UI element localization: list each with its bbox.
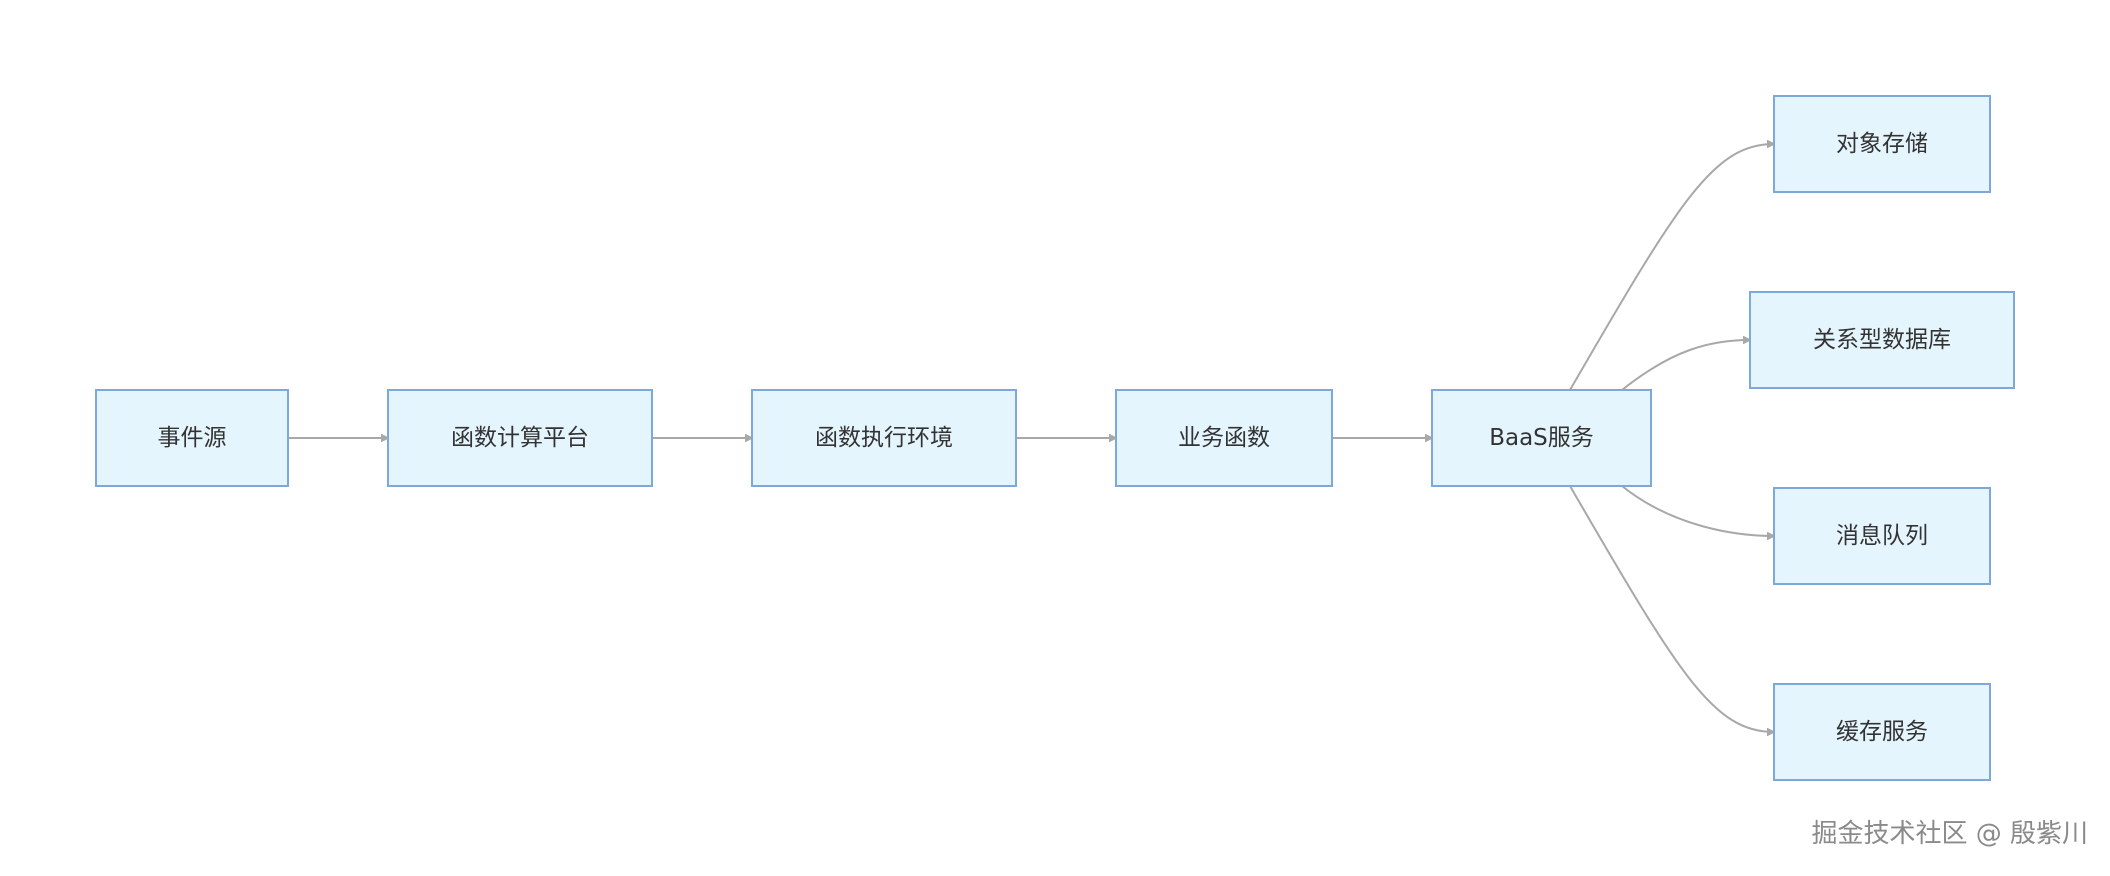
node-box: [387, 389, 653, 487]
node-box: [1115, 389, 1333, 487]
node-baas: BaaS服务: [1431, 389, 1652, 487]
node-biz-fn: 业务函数: [1115, 389, 1333, 487]
node-label: 缓存服务: [1836, 719, 1928, 745]
node-rdb: 关系型数据库: [1749, 291, 2015, 389]
node-label: 对象存储: [1836, 131, 1928, 157]
node-mq: 消息队列: [1773, 487, 1991, 585]
node-object-storage: 对象存储: [1773, 95, 1991, 193]
node-label: BaaS服务: [1489, 425, 1594, 451]
edge-baas-to-rdb: [1621, 340, 1750, 391]
node-label: 业务函数: [1178, 425, 1270, 451]
edge-baas-to-object-storage: [1569, 144, 1774, 391]
node-label: 消息队列: [1836, 523, 1928, 549]
node-fn-runtime: 函数执行环境: [751, 389, 1017, 487]
node-label: 函数执行环境: [815, 425, 953, 451]
node-box: [1431, 389, 1652, 487]
node-box: [1773, 95, 1991, 193]
watermark-text: 掘金技术社区 @ 殷紫川: [1811, 819, 2088, 849]
edge-baas-to-cache: [1569, 485, 1774, 732]
node-box: [751, 389, 1017, 487]
node-label: 事件源: [158, 425, 227, 451]
nodes: 事件源 函数计算平台 函数执行环境 业务函数 BaaS服务 对象存储关系型数据库消息队列缓…: [95, 95, 2015, 781]
node-label: 关系型数据库: [1813, 327, 1951, 353]
edges: [288, 144, 1774, 732]
node-label: 函数计算平台: [451, 425, 589, 451]
edge-baas-to-mq: [1621, 485, 1774, 536]
node-event-source: 事件源: [95, 389, 289, 487]
node-box: [1773, 487, 1991, 585]
node-box: [95, 389, 289, 487]
node-cache: 缓存服务: [1773, 683, 1991, 781]
node-fc-platform: 函数计算平台: [387, 389, 653, 487]
node-box: [1749, 291, 2015, 389]
node-box: [1773, 683, 1991, 781]
